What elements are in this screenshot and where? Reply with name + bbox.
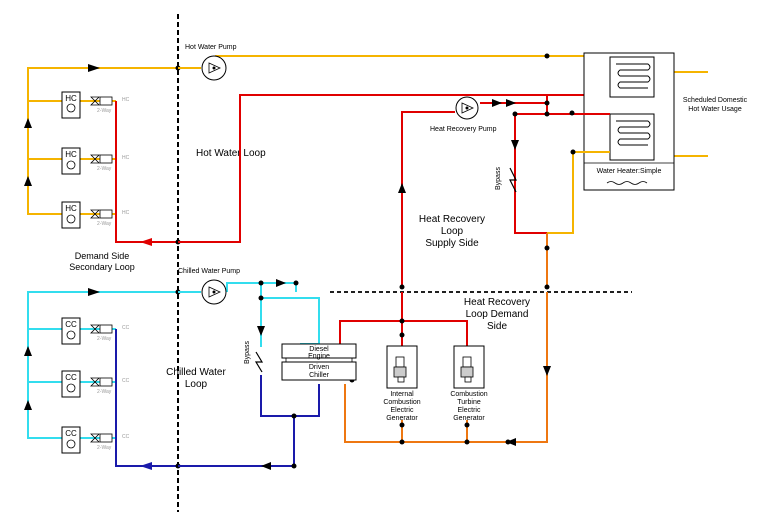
- hot-water-pump-label: Hot Water Pump: [185, 44, 237, 51]
- hot-water-pump[interactable]: [201, 55, 227, 81]
- secondary-loop-label: Secondary Loop: [69, 262, 135, 272]
- svg-text:HC: HC: [122, 97, 130, 103]
- internal-combustion-generator[interactable]: Internal Combustion Electric Generator: [383, 345, 421, 422]
- hr-supply-label: Heat Recovery: [419, 214, 485, 225]
- cooling-coil-label: CC: [65, 320, 77, 329]
- ice-generator-label-3: Electric: [391, 407, 414, 414]
- ct-generator-label: Combustion: [450, 391, 487, 398]
- hr-supply-label-3: Supply Side: [425, 238, 479, 249]
- heating-coil-unit-1[interactable]: HC 2-Way HC: [61, 91, 130, 119]
- svg-text:CC: CC: [122, 434, 130, 440]
- heat-recovery-demand-side: [339, 292, 551, 446]
- chiller-label-4: Chiller: [309, 372, 330, 379]
- heating-coil-label: HC: [65, 150, 77, 159]
- scheduled-usage-label: Scheduled Domestic: [683, 97, 748, 104]
- hr-demand-label-2: Loop Demand: [466, 309, 529, 320]
- hot-water-loop-label: Hot Water Loop: [196, 148, 266, 159]
- svg-text:2-Way: 2-Way: [97, 389, 112, 395]
- cooling-coil-unit-3[interactable]: CC 2-Way CC: [61, 426, 130, 454]
- ice-generator-label-4: Generator: [386, 415, 418, 422]
- svg-text:2-Way: 2-Way: [97, 336, 112, 342]
- hr-demand-label: Heat Recovery: [464, 297, 530, 308]
- ct-generator-label-3: Electric: [458, 407, 481, 414]
- heating-coil-unit-3[interactable]: HC 2-Way HC: [61, 201, 130, 229]
- heat-recovery-pump[interactable]: [455, 96, 479, 120]
- heating-coil-unit-2[interactable]: HC 2-Way HC: [61, 147, 130, 175]
- bypass-label-chw: Bypass: [244, 341, 251, 364]
- svg-text:2-Way: 2-Way: [97, 166, 112, 172]
- heating-coil-label: HC: [65, 94, 77, 103]
- demand-side-label: Demand Side: [75, 251, 130, 261]
- combustion-turbine-generator[interactable]: Combustion Turbine Electric Generator: [450, 345, 488, 422]
- hr-demand-label-3: Side: [487, 321, 507, 332]
- water-heater[interactable]: Water Heater:Simple: [583, 52, 675, 191]
- chiller-label-2: Engine: [308, 353, 330, 360]
- svg-text:CC: CC: [122, 325, 130, 331]
- svg-text:2-Way: 2-Way: [97, 445, 112, 451]
- cooling-coil-label: CC: [65, 373, 77, 382]
- cooling-coil-label: CC: [65, 429, 77, 438]
- ice-generator-label: Internal: [390, 391, 414, 398]
- scheduled-usage-label-2: Hot Water Usage: [688, 106, 742, 113]
- svg-text:HC: HC: [122, 155, 130, 161]
- heat-recovery-pump-label: Heat Recovery Pump: [430, 126, 497, 133]
- ct-generator-label-2: Turbine: [457, 399, 481, 406]
- bypass-label-hr: Bypass: [495, 167, 502, 190]
- svg-text:2-Way: 2-Way: [97, 108, 112, 114]
- chilled-water-loop-label: Chilled Water: [166, 367, 226, 378]
- heating-coil-label: HC: [65, 204, 77, 213]
- chilled-water-pump[interactable]: [201, 279, 227, 305]
- svg-text:CC: CC: [122, 378, 130, 384]
- ice-generator-label-2: Combustion: [383, 399, 420, 406]
- ct-generator-label-4: Generator: [453, 415, 485, 422]
- hr-supply-label-2: Loop: [441, 226, 464, 237]
- chiller-label-3: Driven: [309, 364, 329, 371]
- cooling-coil-unit-1[interactable]: CC 2-Way CC: [61, 317, 130, 345]
- chilled-water-loop-label-2: Loop: [185, 379, 208, 390]
- water-heater-label: Water Heater:Simple: [597, 168, 662, 175]
- chiller-label: Diesel: [309, 346, 329, 353]
- chilled-water-pump-label: Chilled Water Pump: [178, 268, 240, 275]
- svg-text:HC: HC: [122, 210, 130, 216]
- svg-text:2-Way: 2-Way: [97, 221, 112, 227]
- diesel-engine-chiller[interactable]: Diesel Engine Driven Chiller: [281, 343, 357, 381]
- cooling-coil-unit-2[interactable]: CC 2-Way CC: [61, 370, 130, 398]
- heat-recovery-supply-side: [398, 95, 610, 290]
